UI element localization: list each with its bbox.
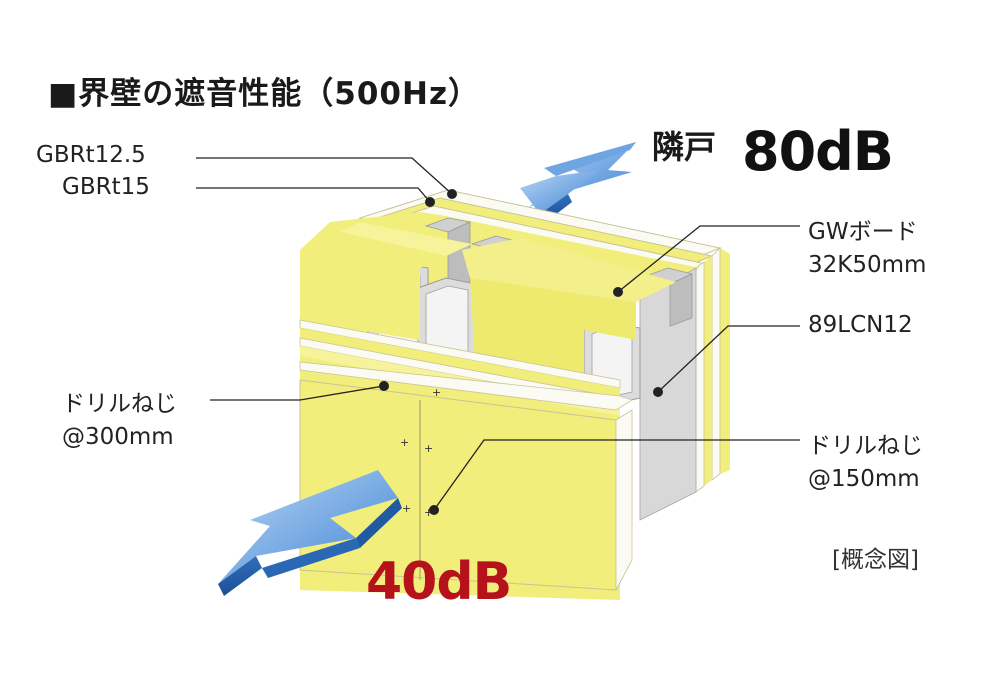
leader-dots (379, 189, 663, 515)
concept-label: [概念図] (832, 547, 919, 573)
gbr-125-label: GBRt12.5 (36, 142, 146, 168)
svg-text:+: + (400, 436, 409, 449)
gbr-15-label: GBRt15 (62, 174, 150, 200)
db-80-value: 80dB (742, 120, 894, 183)
gw-insulation-batts (300, 222, 676, 398)
db-40-value: 40dB (366, 552, 512, 612)
gw-board-label-line1: GWボード (808, 219, 918, 245)
gw-board-label-line2: 32K50mm (808, 252, 927, 278)
svg-text:+: + (424, 442, 433, 455)
front-face-board (299, 361, 633, 591)
drill-right-label-line1: ドリルねじ (808, 433, 923, 459)
outgoing-sound-arrow (218, 470, 402, 596)
drill-left-label-line1: ドリルねじ (62, 391, 177, 417)
svg-text:+: + (424, 506, 433, 519)
leader-lines (196, 157, 800, 511)
drill-right-label-line2: @150mm (808, 466, 920, 492)
stud-label: 89LCN12 (808, 312, 913, 338)
diagram-title: ■界壁の遮音性能（500Hz） (48, 76, 480, 112)
neighbor-label: 隣戸 (652, 128, 717, 166)
svg-text:+: + (402, 502, 411, 515)
svg-text:+: + (432, 386, 441, 399)
incoming-sound-arrow (520, 142, 636, 222)
board-stack-side (695, 247, 730, 493)
drill-left-label-line2: @300mm (62, 424, 174, 450)
